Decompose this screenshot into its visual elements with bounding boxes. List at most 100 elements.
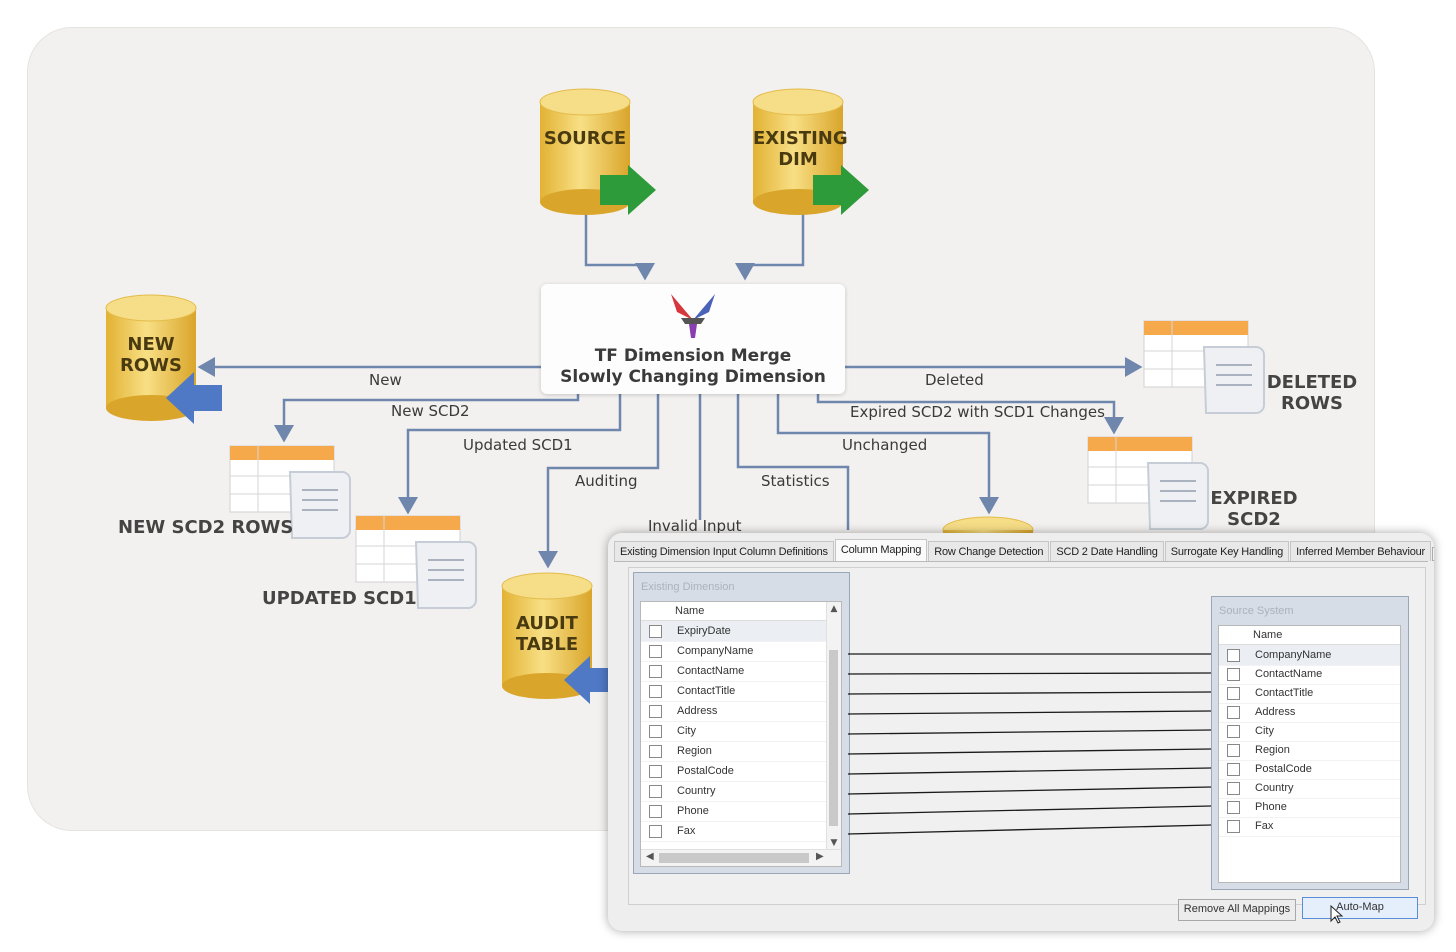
row-label: Fax (1255, 820, 1274, 832)
row-checkbox[interactable] (1227, 687, 1240, 700)
merge-subtitle: Slowly Changing Dimension (560, 367, 826, 387)
row-label: ContactTitle (677, 685, 736, 697)
existing-vertical-scrollbar[interactable]: ▲ ▼ (826, 602, 841, 850)
expired-scd2-label-1: EXPIRED (1210, 488, 1298, 509)
remove-all-mappings-button[interactable]: Remove All Mappings (1178, 899, 1296, 921)
list-item[interactable]: Fax (1219, 816, 1400, 837)
edge-label-unchanged: Unchanged (842, 436, 928, 454)
row-checkbox[interactable] (649, 765, 662, 778)
edge-label-deleted: Deleted (925, 371, 984, 389)
row-label: Address (677, 705, 718, 717)
tab-inferred-member-behaviour[interactable]: Inferred Member Behaviour (1290, 541, 1432, 561)
row-checkbox[interactable] (1227, 782, 1240, 795)
row-checkbox[interactable] (649, 685, 662, 698)
row-checkbox[interactable] (649, 705, 662, 718)
row-label: ContactName (677, 665, 745, 677)
source-cylinder (539, 88, 656, 215)
tab-existing-dimension-input[interactable]: Existing Dimension Input Column Definiti… (614, 541, 834, 561)
row-label: PostalCode (1255, 763, 1312, 775)
new-rows-cylinder (105, 294, 222, 424)
updated-scd1-table-icon (355, 515, 477, 609)
existing-dim-cylinder (752, 88, 869, 215)
row-label: Phone (1255, 801, 1287, 813)
expired-scd2-label-2: SCD2 (1227, 509, 1281, 530)
scroll-down-icon[interactable]: ▼ (830, 838, 838, 848)
list-item[interactable]: Country (1219, 778, 1400, 799)
row-checkbox[interactable] (1227, 744, 1240, 757)
list-item[interactable]: ContactName (1219, 664, 1400, 685)
list-item[interactable]: Address (641, 701, 841, 722)
list-item[interactable]: CompanyName (1219, 645, 1400, 666)
source-system-title: Source System (1219, 605, 1294, 617)
existing-dimension-grid: Name ExpiryDate CompanyName ContactName … (640, 601, 842, 867)
list-item[interactable]: Fax (641, 821, 841, 842)
row-label: Fax (677, 825, 696, 837)
list-item[interactable]: ExpiryDate (641, 621, 841, 642)
source-label: SOURCE (543, 128, 627, 149)
merge-logo-icon (671, 294, 715, 338)
row-label: City (677, 725, 696, 737)
row-checkbox[interactable] (649, 725, 662, 738)
source-system-grid: Name CompanyName ContactName ContactTitl… (1218, 625, 1401, 883)
row-checkbox[interactable] (649, 625, 662, 638)
tab-column-mapping[interactable]: Column Mapping (834, 539, 928, 561)
row-checkbox[interactable] (649, 665, 662, 678)
scroll-right-icon[interactable]: ▶ (816, 851, 824, 862)
list-item[interactable]: PostalCode (1219, 759, 1400, 780)
row-checkbox[interactable] (1227, 649, 1240, 662)
scroll-thumb[interactable] (829, 650, 838, 826)
row-checkbox[interactable] (1227, 668, 1240, 681)
row-checkbox[interactable] (1227, 725, 1240, 738)
tab-row-change-detection[interactable]: Row Change Detection (928, 541, 1050, 561)
edge-label-invalid-input: Invalid Input (648, 517, 742, 535)
list-item[interactable]: Region (641, 741, 841, 762)
list-item[interactable]: CompanyName (641, 641, 841, 662)
source-system-panel: Source System Name CompanyName ContactNa… (1211, 596, 1409, 890)
auto-map-button[interactable]: Auto-Map (1302, 897, 1418, 919)
list-item[interactable]: PostalCode (641, 761, 841, 782)
new-scd2-table-icon (229, 445, 351, 539)
edge-label-new-scd2: New SCD2 (391, 402, 470, 420)
row-checkbox[interactable] (1227, 820, 1240, 833)
row-label: ContactTitle (1255, 687, 1314, 699)
merge-title: TF Dimension Merge (594, 346, 792, 366)
row-label: Country (677, 785, 716, 797)
row-checkbox[interactable] (1227, 763, 1240, 776)
tab-scd2-date-handling[interactable]: SCD 2 Date Handling (1050, 541, 1164, 561)
edge-label-expired: Expired SCD2 with SCD1 Changes (850, 403, 1105, 421)
row-checkbox[interactable] (649, 805, 662, 818)
mapping-lines (847, 653, 1212, 835)
list-item[interactable]: ContactName (641, 661, 841, 682)
row-checkbox[interactable] (649, 745, 662, 758)
edge-label-auditing: Auditing (575, 472, 638, 490)
list-item[interactable]: City (1219, 721, 1400, 742)
list-item[interactable]: ContactTitle (641, 681, 841, 702)
list-item[interactable]: Phone (1219, 797, 1400, 818)
list-item[interactable]: Address (1219, 702, 1400, 723)
list-item[interactable]: ContactTitle (1219, 683, 1400, 704)
list-item[interactable]: Phone (641, 801, 841, 822)
scroll-left-icon[interactable]: ◀ (646, 851, 654, 862)
existing-horizontal-scrollbar[interactable]: ◀ ▶ (641, 849, 841, 866)
new-rows-label-1: NEW (127, 334, 175, 355)
row-checkbox[interactable] (649, 825, 662, 838)
existing-dim-label-1: EXISTING (753, 128, 848, 149)
scroll-thumb[interactable] (659, 853, 809, 863)
row-checkbox[interactable] (649, 785, 662, 798)
new-rows-label-2: ROWS (120, 355, 182, 376)
tab-scroll-left-icon[interactable]: ◀ (1432, 547, 1434, 561)
dimension-merge-node: TF Dimension Merge Slowly Changing Dimen… (541, 284, 845, 394)
row-checkbox[interactable] (1227, 801, 1240, 814)
row-checkbox[interactable] (649, 645, 662, 658)
tab-surrogate-key-handling[interactable]: Surrogate Key Handling (1164, 541, 1290, 561)
row-checkbox[interactable] (1227, 706, 1240, 719)
edge-label-statistics: Statistics (761, 472, 830, 490)
row-label: ExpiryDate (677, 625, 731, 637)
scroll-up-icon[interactable]: ▲ (830, 604, 838, 614)
list-item[interactable]: City (641, 721, 841, 742)
connector-lines (197, 214, 1143, 569)
list-item[interactable]: Region (1219, 740, 1400, 761)
list-item[interactable]: Country (641, 781, 841, 802)
column-mapping-dialog: Existing Dimension Input Column Definiti… (608, 533, 1434, 931)
